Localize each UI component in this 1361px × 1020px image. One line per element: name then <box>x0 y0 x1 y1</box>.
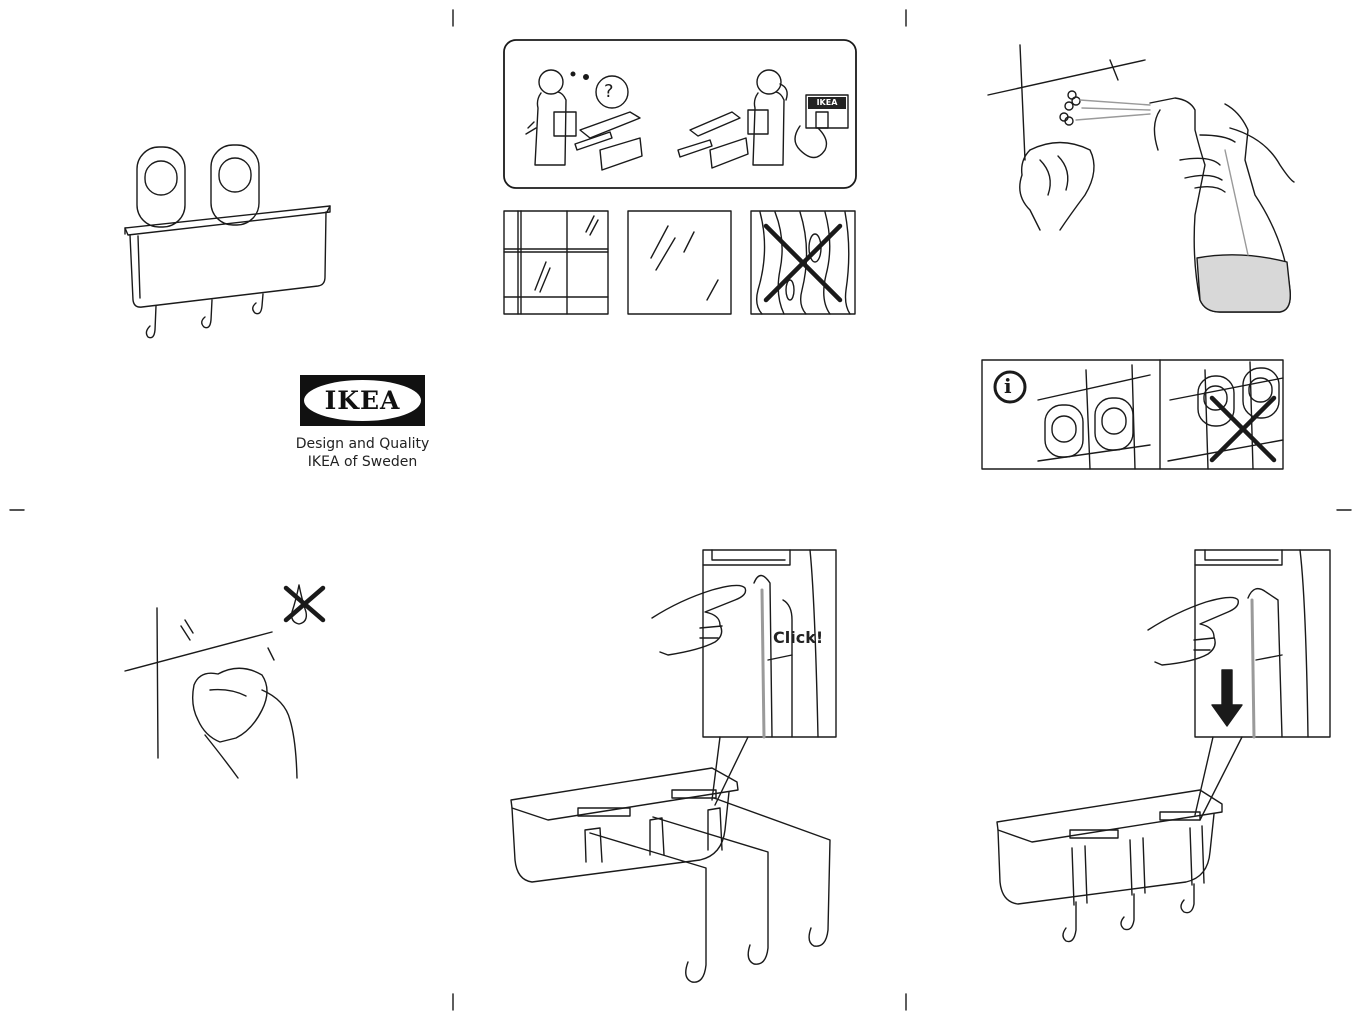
store-sign: IKEA <box>808 97 846 109</box>
info-panel <box>982 360 1283 469</box>
ikea-logo-text: IKEA <box>300 386 425 415</box>
click-label: Click! <box>773 628 823 647</box>
lock-basket-step <box>997 550 1330 942</box>
help-panel <box>504 40 856 188</box>
surface-tiles-ok <box>504 211 608 314</box>
wipe-dry-illustration <box>125 585 323 778</box>
question-mark: ? <box>604 81 614 102</box>
attach-hooks-step <box>511 550 836 982</box>
ikea-logo: IKEA <box>300 375 425 426</box>
brand-tagline: Design and Quality IKEA of Sweden <box>280 435 445 471</box>
surface-glass-ok <box>628 211 731 314</box>
surface-wood-not-ok <box>751 211 855 314</box>
spray-cleaning-illustration <box>988 45 1294 312</box>
tagline-line-1: Design and Quality <box>280 435 445 453</box>
info-icon: i <box>1004 374 1012 398</box>
product-basket-illustration <box>125 145 330 338</box>
tagline-line-2: IKEA of Sweden <box>280 453 445 471</box>
